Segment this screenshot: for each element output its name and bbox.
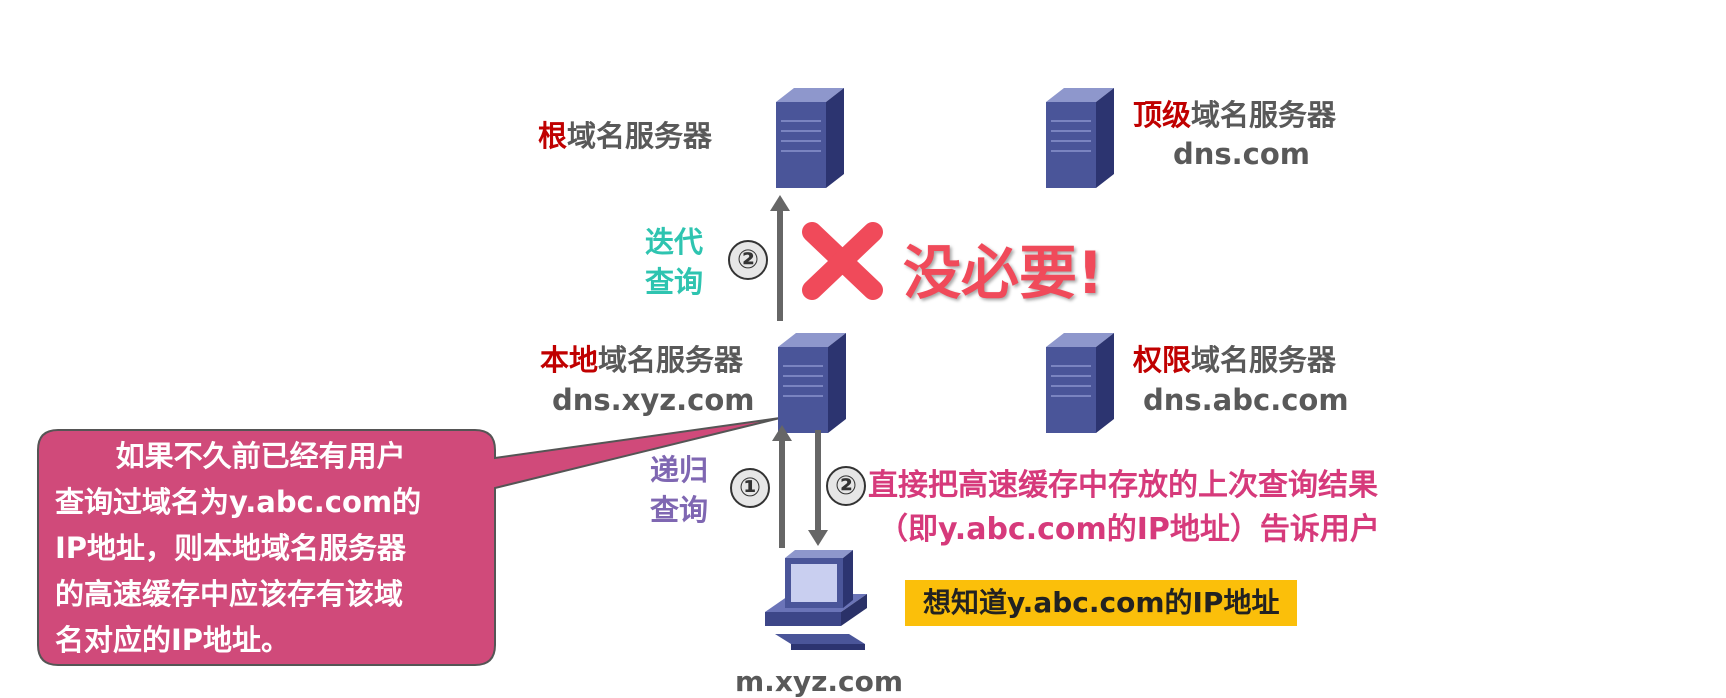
iterative-query-arrow [770, 195, 790, 321]
top-server-icon [1046, 88, 1114, 188]
root-server-label-highlight: 根 [538, 119, 568, 153]
iterative-query-label: 迭代 查询 [645, 222, 703, 302]
root-server-label-rest: 域名服务器 [567, 119, 713, 153]
client-host-label: m.xyz.com [735, 665, 904, 698]
desktop-computer-icon [765, 550, 867, 650]
reply-text-line2: （即y.abc.com的IP地址）告诉用户 [878, 512, 1380, 547]
recursive-query-arrow [772, 425, 792, 548]
top-server-label-highlight: 顶级 [1133, 98, 1192, 132]
local-server-icon [778, 333, 846, 433]
top-server-domain: dns.com [1173, 137, 1311, 171]
auth-server-domain: dns.abc.com [1143, 383, 1349, 417]
local-server-label-highlight: 本地 [540, 343, 599, 377]
iterative-step-badge: ② [728, 240, 768, 280]
local-server-label: 本地域名服务器 [540, 346, 743, 375]
not-needed-text: 没必要! [903, 239, 1104, 307]
reply-step-badge: ② [826, 466, 866, 506]
recursive-query-line1: 递归 [650, 453, 709, 487]
reply-arrow [808, 430, 828, 546]
top-server-label: 顶级域名服务器 [1133, 101, 1336, 130]
root-server-icon [776, 88, 844, 188]
local-server-domain: dns.xyz.com [552, 383, 755, 417]
reply-text-line1: 直接把高速缓存中存放的上次查询结果 [868, 468, 1378, 503]
top-server-label-rest: 域名服务器 [1191, 98, 1337, 132]
auth-server-label-rest: 域名服务器 [1191, 343, 1337, 377]
iterative-query-line1: 迭代 [645, 225, 704, 259]
cross-mark-icon [802, 222, 883, 300]
auth-server-label: 权限域名服务器 [1133, 346, 1336, 375]
recursive-query-label: 递归 查询 [650, 450, 708, 530]
root-server-label: 根域名服务器 [538, 122, 712, 151]
recursive-step-badge: ① [730, 468, 770, 508]
client-note: 想知道y.abc.com的IP地址 [905, 580, 1298, 626]
callout-text: 如果不久前已经有用户 查询过域名为y.abc.com的 IP地址，则本地域名服务… [55, 439, 422, 657]
iterative-query-line2: 查询 [645, 265, 704, 299]
recursive-query-line2: 查询 [650, 493, 709, 527]
auth-server-icon [1046, 333, 1114, 433]
local-server-label-rest: 域名服务器 [598, 343, 744, 377]
auth-server-label-highlight: 权限 [1133, 343, 1192, 377]
